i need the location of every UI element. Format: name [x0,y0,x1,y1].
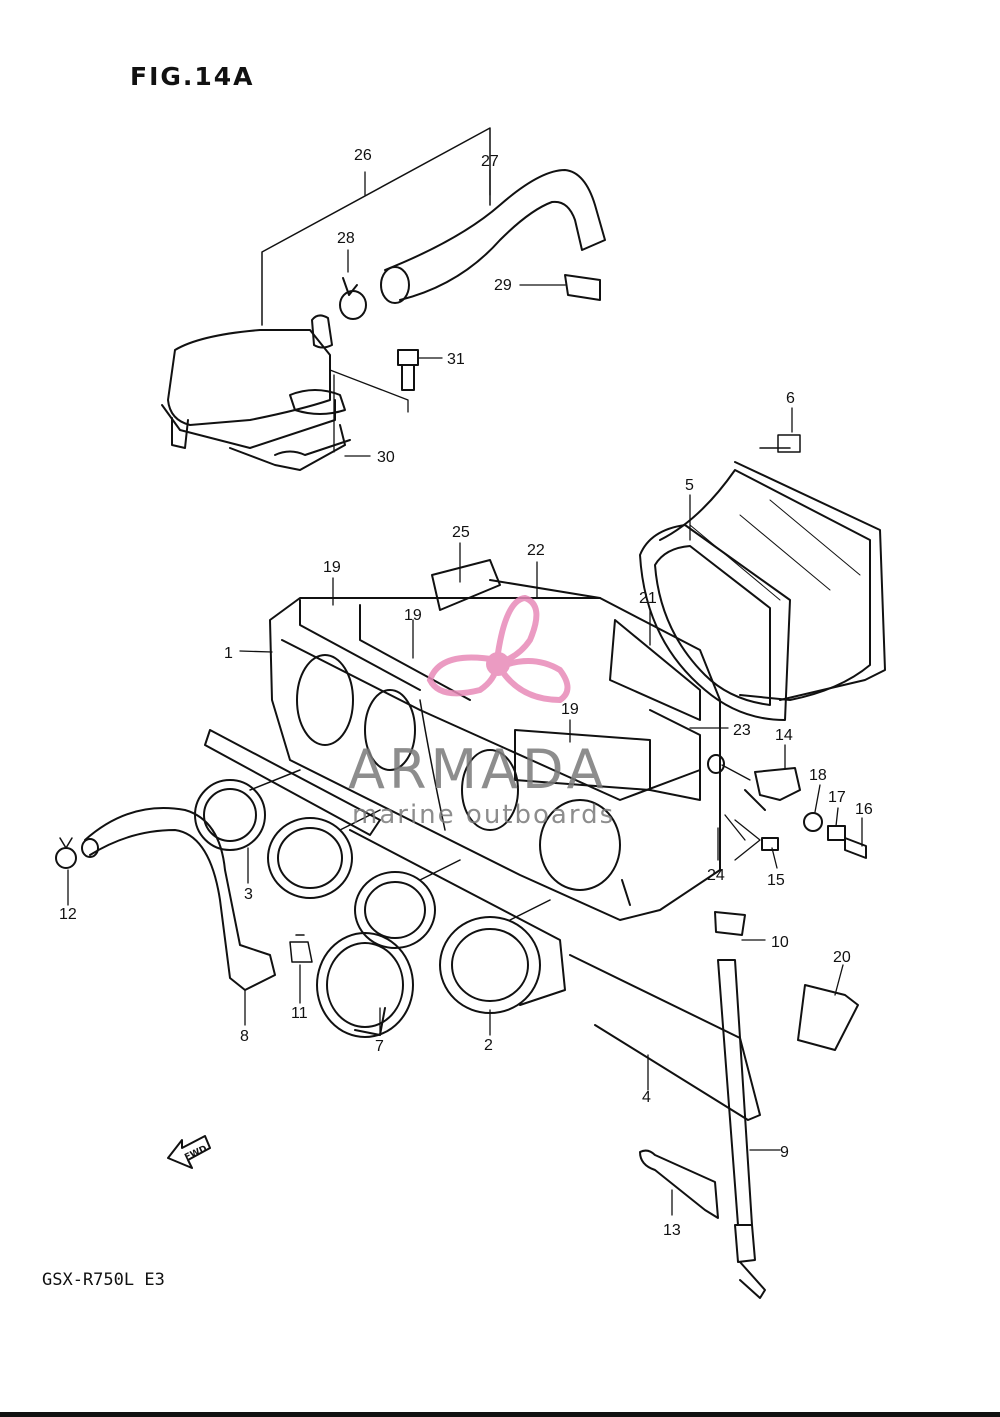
part-label-19-b: 19 [404,607,422,624]
breather-assembly [161,127,606,471]
part-label-26: 26 [354,147,372,164]
part-labels: 1 2 3 4 5 6 7 8 9 10 11 12 13 14 15 16 1… [59,147,873,1239]
part-label-14: 14 [775,727,793,744]
part-label-23: 23 [733,722,751,739]
part-label-15: 15 [767,872,785,889]
part-label-20: 20 [833,949,851,966]
part-label-3: 3 [244,886,253,903]
part-label-6: 6 [786,390,795,407]
part-label-25: 25 [452,524,470,541]
part-label-9: 9 [780,1144,789,1161]
part-label-5: 5 [685,477,694,494]
part-label-18: 18 [809,767,827,784]
part-label-12: 12 [59,906,77,923]
bottom-border [0,1412,1000,1417]
part-label-4: 4 [642,1089,651,1106]
part-label-1: 1 [224,645,233,662]
air-filter-element [639,434,886,721]
part-label-13: 13 [663,1222,681,1239]
part-label-16: 16 [855,801,873,818]
part-label-10: 10 [771,934,789,951]
part-label-8: 8 [240,1028,249,1045]
part-label-21: 21 [639,590,657,607]
part-label-22: 22 [527,542,545,559]
watermark-tagline: marine outboards [352,800,615,830]
watermark-brand: ARMADA [348,738,608,801]
part-label-7: 7 [375,1038,384,1055]
hoses-and-fittings [55,754,867,1299]
part-label-27: 27 [481,153,499,170]
armada-logo-icon [426,594,571,704]
leader-lines [67,169,863,1216]
part-label-2: 2 [484,1037,493,1054]
part-label-19-c: 19 [561,701,579,718]
part-label-17: 17 [828,789,846,806]
air-cleaner-box [269,559,721,921]
part-label-30: 30 [377,449,395,466]
armada-watermark: ARMADA marine outboards [348,594,615,830]
part-label-29: 29 [494,277,512,294]
model-code: GSX-R750L E3 [42,1270,165,1290]
part-label-24: 24 [707,867,725,884]
part-label-19-a: 19 [323,559,341,576]
part-label-31: 31 [447,351,465,368]
part-label-11: 11 [291,1005,308,1022]
part-label-28: 28 [337,230,355,247]
fwd-arrow [167,1135,211,1169]
figure-title: FIG.14A [130,62,255,91]
